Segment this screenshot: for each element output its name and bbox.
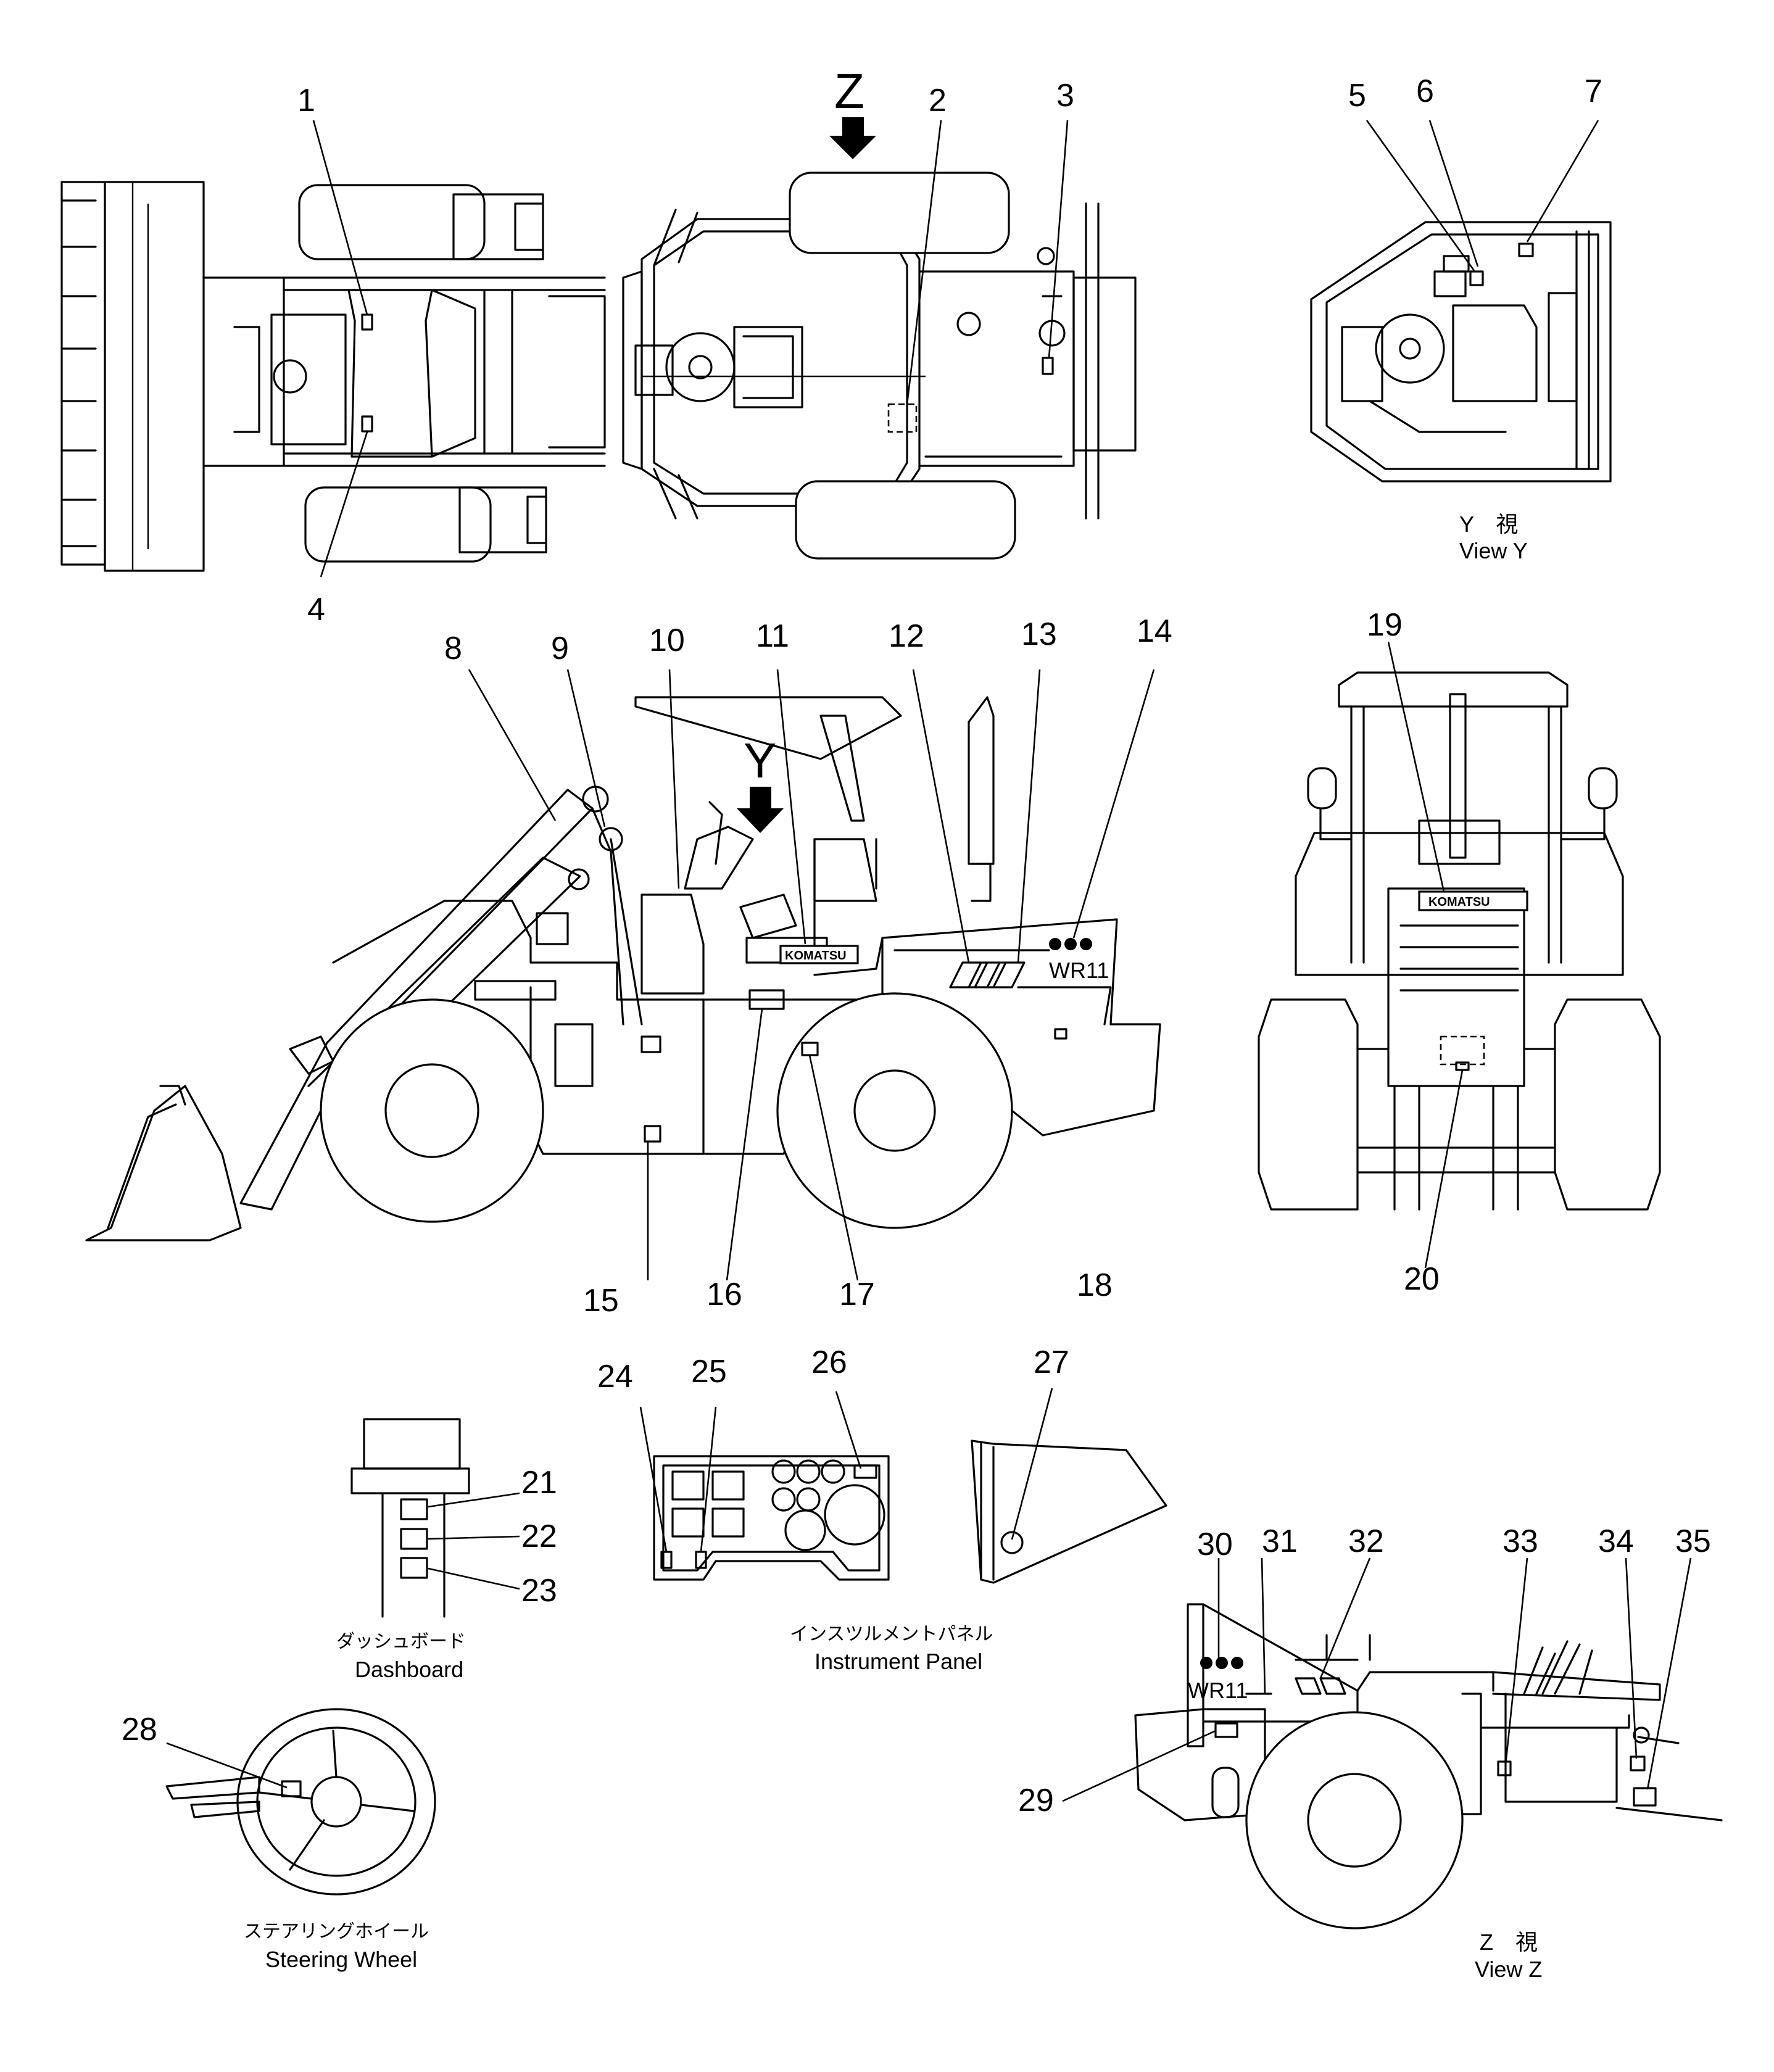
svg-text:KOMATSU: KOMATSU: [785, 949, 847, 963]
front-view-drawing: KOMATSU: [1258, 671, 1661, 1211]
callout-18: 18: [1077, 1267, 1113, 1303]
callout-24: 24: [597, 1359, 633, 1394]
top-view-decal-markers: [361, 313, 1054, 433]
svg-text:WR11: WR11: [1049, 958, 1109, 983]
callout-31: 31: [1262, 1523, 1298, 1559]
svg-text:Z: Z: [834, 64, 864, 118]
callout-30: 30: [1197, 1527, 1233, 1562]
callout-1: 1: [297, 83, 315, 118]
callout-34: 34: [1598, 1523, 1634, 1559]
callout-numbers: 1 2 3 4 5 6 7 8 9 10 11 12 13 14 15 16 1…: [122, 73, 1711, 1818]
svg-text:Dashboard: Dashboard: [355, 1657, 463, 1682]
instrument-panel-caption: インスツルメントパネル Instrument Panel: [790, 1623, 993, 1674]
svg-text:View Y: View Y: [1459, 538, 1528, 563]
callout-21: 21: [521, 1465, 557, 1501]
callout-15: 15: [583, 1283, 619, 1319]
steering-wheel-caption: ステアリングホイール Steering Wheel: [244, 1921, 429, 1972]
side-view-drawing: KOMATSU WR11: [85, 696, 1161, 1241]
callout-11: 11: [756, 618, 789, 654]
instrument-panel-drawing: [653, 1455, 890, 1581]
side-panel-27-drawing: [971, 1440, 1167, 1584]
view-z-drawing: WR11: [1134, 1603, 1723, 1929]
callout-25: 25: [691, 1354, 727, 1390]
callout-29: 29: [1018, 1783, 1054, 1818]
callout-4: 4: [307, 592, 325, 628]
callout-2: 2: [929, 83, 947, 118]
callout-12: 12: [889, 618, 924, 654]
svg-text:Instrument Panel: Instrument Panel: [814, 1649, 982, 1674]
callout-33: 33: [1503, 1523, 1538, 1559]
svg-text:Z 視: Z 視: [1480, 1929, 1538, 1955]
callout-28: 28: [122, 1712, 157, 1747]
callout-23: 23: [521, 1573, 557, 1609]
callout-8: 8: [444, 631, 462, 666]
view-z-caption: Z 視 View Z: [1475, 1929, 1542, 1982]
callout-20: 20: [1404, 1261, 1440, 1297]
callout-6: 6: [1416, 73, 1434, 109]
callout-26: 26: [811, 1345, 847, 1380]
callout-3: 3: [1056, 78, 1074, 114]
callout-22: 22: [521, 1519, 557, 1554]
callout-35: 35: [1675, 1523, 1711, 1559]
callout-16: 16: [707, 1277, 742, 1312]
svg-text:Y: Y: [744, 733, 776, 788]
svg-text:KOMATSU: KOMATSU: [1428, 895, 1490, 909]
view-y-caption: Y 視 View Y: [1459, 512, 1528, 563]
view-y-drawing: [1310, 221, 1612, 483]
view-y-arrow: Y: [737, 733, 784, 833]
svg-text:WR11: WR11: [1188, 1678, 1248, 1703]
callout-9: 9: [551, 631, 569, 666]
callout-27: 27: [1034, 1345, 1069, 1380]
svg-text:Y 視: Y 視: [1459, 512, 1518, 537]
dashboard-drawing: [350, 1418, 470, 1618]
callout-13: 13: [1021, 616, 1057, 652]
dashboard-caption: ダッシュボード Dashboard: [336, 1631, 466, 1682]
svg-text:ステアリングホイール: ステアリングホイール: [244, 1921, 429, 1942]
top-view-drawing: [60, 172, 1137, 572]
callout-5: 5: [1348, 78, 1366, 114]
callout-leaders: [166, 120, 1692, 1802]
callout-17: 17: [839, 1277, 875, 1312]
callout-10: 10: [649, 623, 685, 658]
svg-text:View Z: View Z: [1475, 1957, 1542, 1982]
callout-14: 14: [1137, 613, 1172, 649]
callout-19: 19: [1367, 607, 1403, 643]
callout-7: 7: [1585, 73, 1602, 109]
svg-text:Steering Wheel: Steering Wheel: [265, 1947, 417, 1972]
svg-text:インスツルメントパネル: インスツルメントパネル: [790, 1623, 993, 1645]
callout-32: 32: [1348, 1523, 1384, 1559]
view-z-arrow: Z: [829, 64, 876, 159]
steering-wheel-drawing: [165, 1708, 436, 1896]
svg-text:ダッシュボード: ダッシュボード: [336, 1631, 466, 1652]
